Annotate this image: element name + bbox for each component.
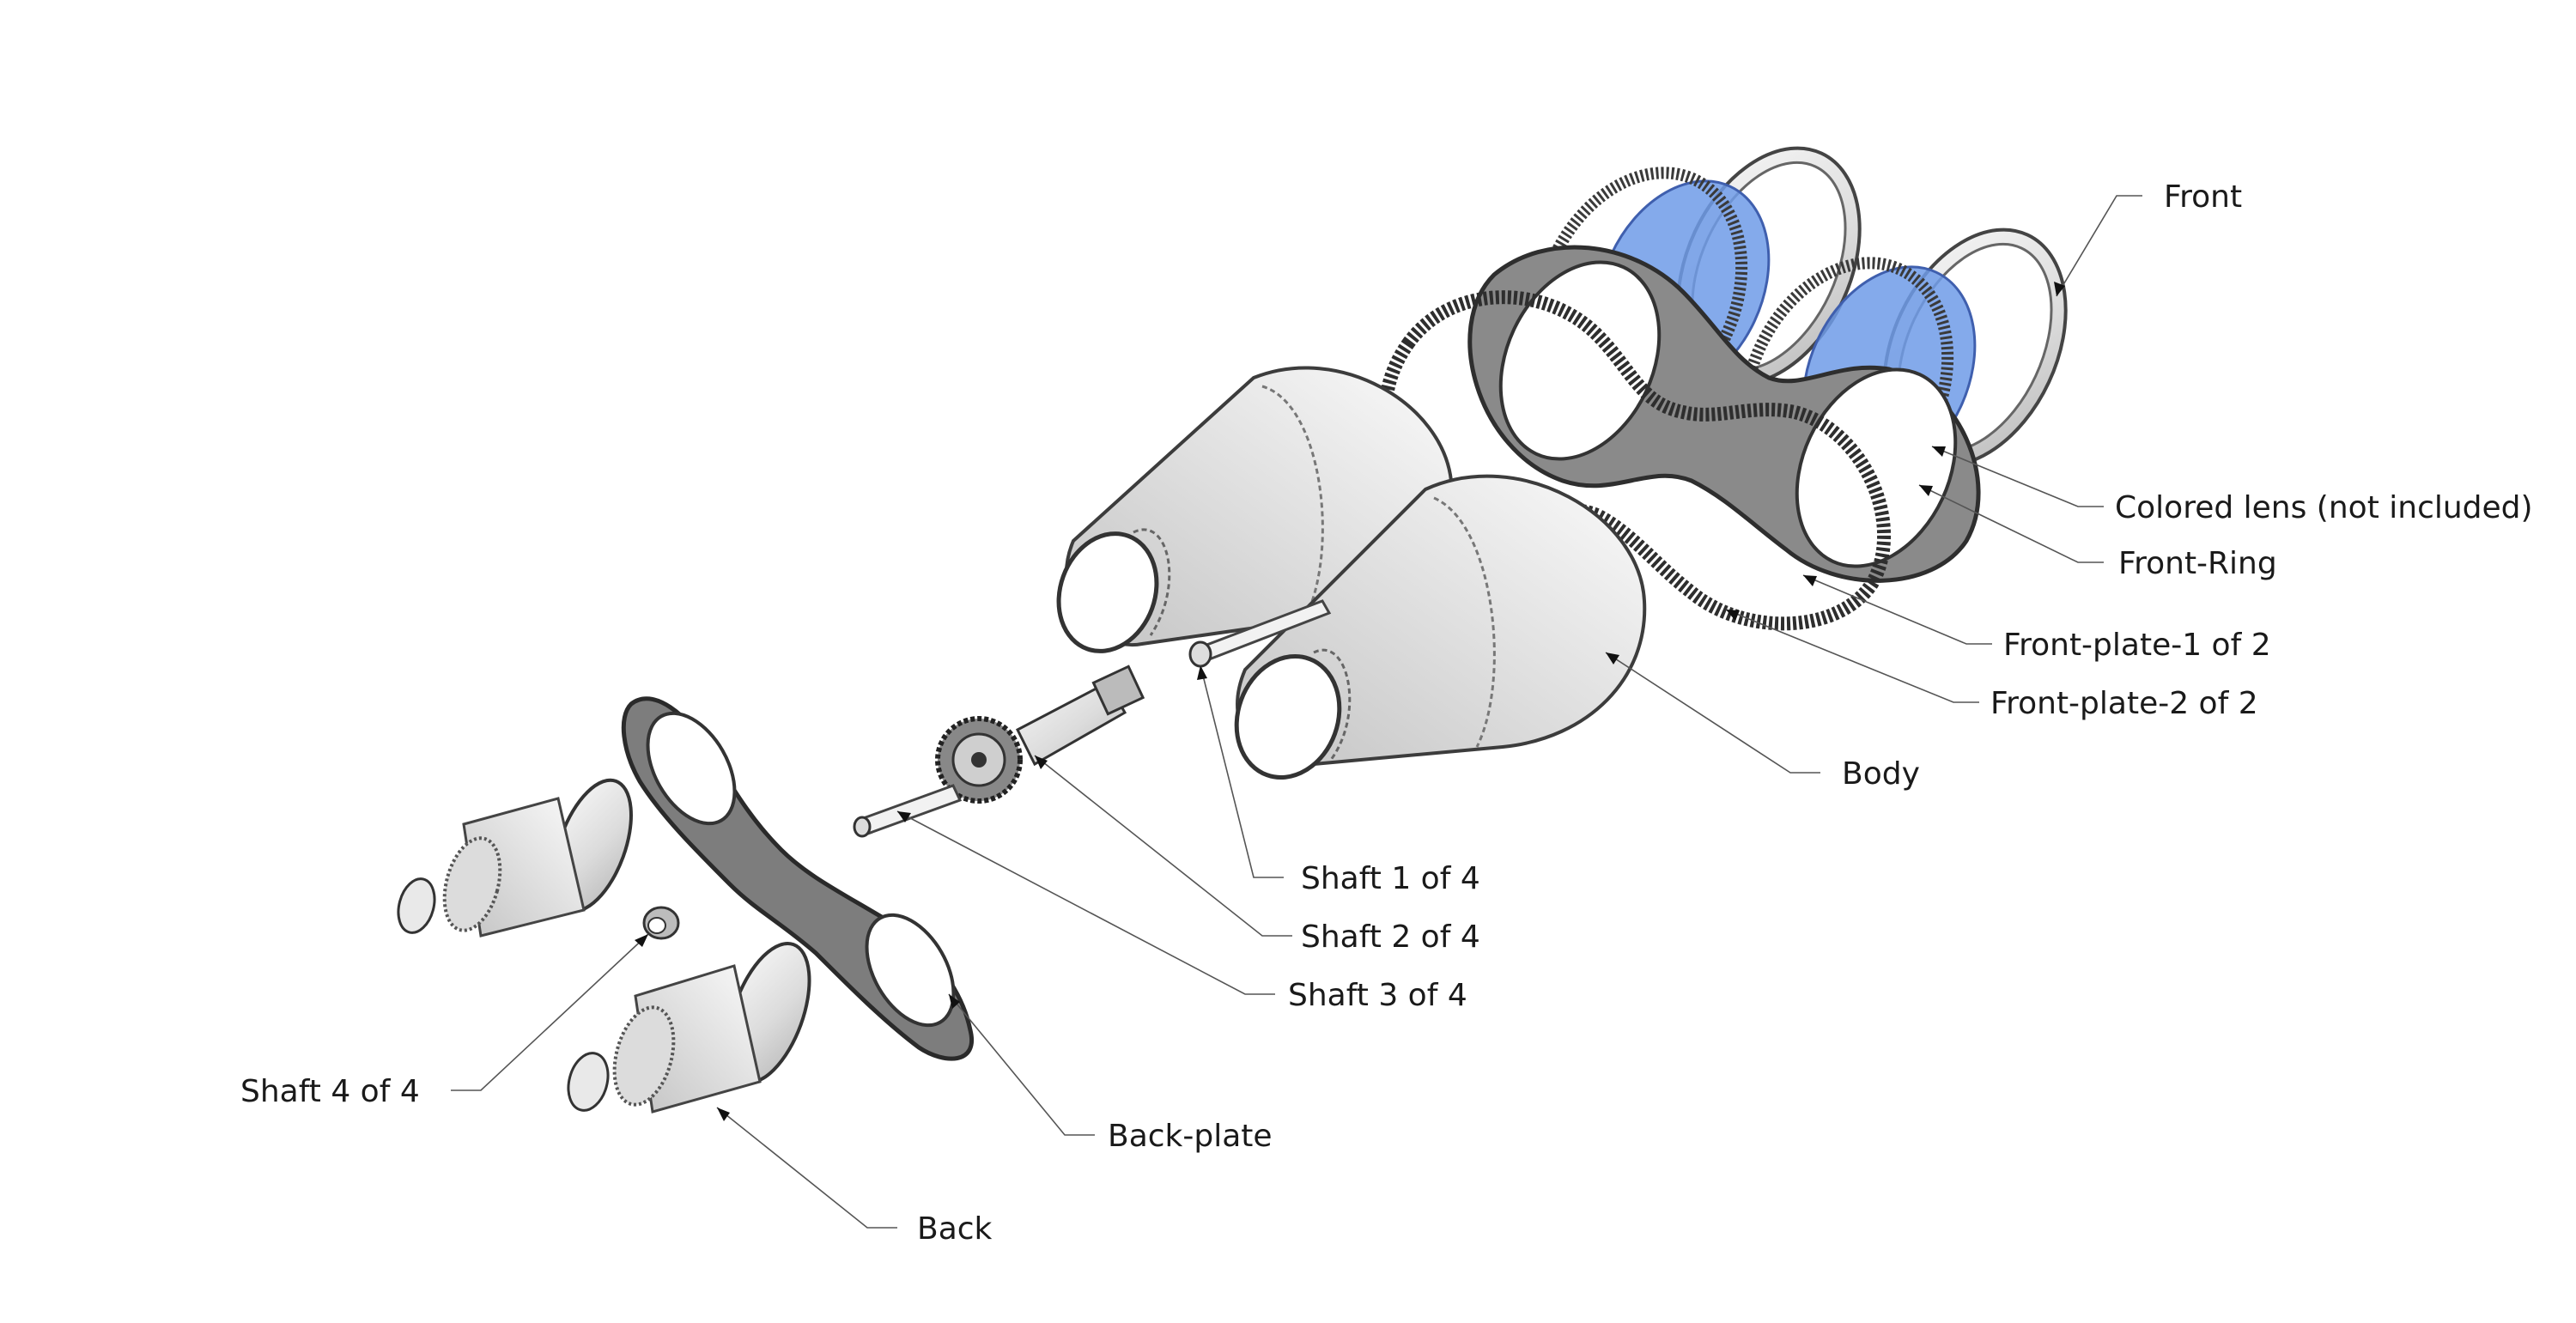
shaft-3-part [853, 784, 963, 838]
shaft-2-part [935, 665, 1145, 804]
arrow-shaft-2 [1035, 756, 1048, 769]
label-front-plate-1: Front-plate-1 of 2 [2003, 628, 2271, 663]
arrow-front-ring [1919, 485, 1933, 496]
arrow-body [1606, 652, 1619, 665]
leader-back [716, 1107, 897, 1229]
arrow-front-plate-1 [1803, 575, 1817, 586]
label-back-plate: Back-plate [1108, 1119, 1273, 1154]
label-back: Back [917, 1211, 993, 1247]
callout-labels: Front Colored lens (not included) Front-… [240, 179, 2533, 1247]
label-colored-lens: Colored lens (not included) [2115, 490, 2533, 525]
label-shaft-2: Shaft 2 of 4 [1301, 919, 1480, 955]
leader-colored-lens [1931, 446, 2104, 507]
leader-body [1605, 652, 1820, 774]
label-front-plate-2: Front-plate-2 of 2 [1990, 686, 2258, 721]
leader-back-plate [948, 993, 1095, 1136]
leader-front-plate-1 [1802, 574, 1992, 645]
arrow-shaft-3 [897, 811, 911, 822]
leader-shaft-4 [451, 933, 649, 1091]
leader-front-plate-2 [1725, 609, 1979, 703]
label-shaft-4: Shaft 4 of 4 [240, 1074, 420, 1109]
back-plate-part [621, 696, 975, 1061]
arrow-back-plate [949, 994, 960, 1009]
back-part [397, 778, 811, 1114]
arrow-front-plate-2 [1726, 610, 1740, 621]
label-body: Body [1842, 756, 1920, 792]
shaft-4-part [642, 906, 680, 940]
label-front-ring: Front-Ring [2118, 546, 2277, 581]
leader-front-ring [1918, 484, 2104, 563]
arrow-front [2054, 282, 2065, 296]
body-part [1056, 366, 1647, 780]
shaft-1-part [1188, 599, 1332, 668]
label-shaft-3: Shaft 3 of 4 [1288, 978, 1467, 1013]
label-front: Front [2164, 179, 2242, 215]
leader-shaft-1 [1200, 665, 1284, 878]
arrow-shaft-1 [1197, 665, 1207, 680]
arrow-colored-lens [1932, 446, 1946, 457]
leader-lines [451, 195, 2142, 1229]
label-shaft-1: Shaft 1 of 4 [1301, 861, 1480, 896]
arrow-shaft-4 [635, 934, 648, 947]
arrow-back [717, 1108, 730, 1121]
leader-shaft-3 [896, 810, 1275, 995]
leader-shaft-2 [1034, 755, 1292, 937]
leader-front [2056, 195, 2142, 297]
